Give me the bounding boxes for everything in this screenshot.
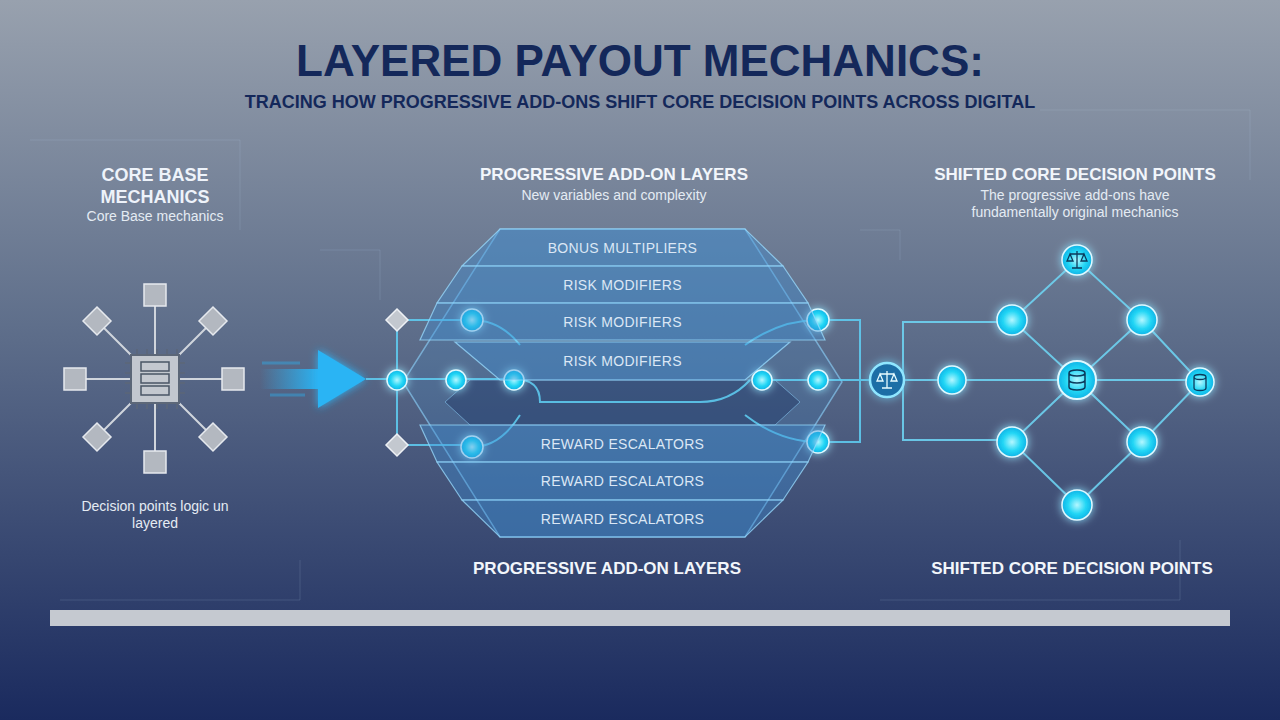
layer-band: RISK MODIFIERS [420, 303, 825, 340]
glow-node [1062, 490, 1092, 520]
glow-node [938, 366, 966, 394]
diamond-node [386, 309, 408, 331]
arrow-streak [262, 363, 305, 395]
glow-node [387, 370, 407, 390]
band-label: REWARD ESCALATORS [462, 500, 783, 537]
square-node [64, 368, 86, 390]
scale-icon [1067, 251, 1087, 268]
hub-node [870, 363, 904, 397]
band-outline [420, 425, 825, 462]
spoke-lines [75, 295, 233, 462]
title: LAYERED PAYOUT MECHANICS: [90, 36, 1190, 86]
column-note: New variables and complexity [464, 187, 764, 204]
glow-node [446, 370, 466, 390]
column-heading: SHIFTED CORE DECISION POINTS [895, 165, 1255, 185]
glow-node [997, 305, 1027, 335]
square-node [222, 368, 244, 390]
diamond-node [386, 434, 408, 456]
database-icon [1069, 370, 1085, 390]
band-outline [462, 229, 783, 266]
square-node [144, 284, 166, 306]
band-outline [455, 342, 790, 380]
diamond-node [83, 423, 111, 451]
band-label: REWARD ESCALATORS [437, 462, 808, 500]
core-chip [131, 355, 179, 403]
network-lines [887, 260, 1200, 505]
flow-arrow-head [318, 350, 366, 408]
diamond-node [83, 307, 111, 335]
scale-icon [877, 371, 897, 388]
glow-node [1127, 305, 1157, 335]
glow-nodes [870, 245, 1214, 520]
band-label: RISK MODIFIERS [455, 342, 790, 380]
diamond-node [199, 307, 227, 335]
chip-pins [125, 349, 185, 409]
band-outline [462, 500, 783, 537]
column-note: Decision points logic un layered [70, 498, 240, 532]
glow-node [1062, 245, 1092, 275]
footer-bar [50, 610, 1230, 626]
band-outline [437, 462, 808, 500]
column-footer: SHIFTED CORE DECISION POINTS [892, 559, 1252, 579]
glow-node [1058, 361, 1096, 399]
layer-band: REWARD ESCALATORS [437, 462, 808, 500]
server-icon [141, 374, 169, 383]
hexagon-frame [403, 229, 842, 537]
layer-band: BONUS MULTIPLIERS [462, 229, 783, 266]
glow-node [752, 370, 772, 390]
server-icon [141, 362, 169, 371]
column-note: Core Base mechanics [55, 208, 255, 225]
subtitle: TRACING HOW PROGRESSIVE ADD-ONS SHIFT CO… [90, 91, 1190, 113]
band-label: BONUS MULTIPLIERS [462, 229, 783, 266]
layer-band: REWARD ESCALATORS [462, 500, 783, 537]
square-node [144, 451, 166, 473]
glow-node [808, 370, 828, 390]
column-heading: CORE BASE MECHANICS [75, 164, 235, 208]
band-label: RISK MODIFIERS [420, 303, 825, 340]
glow-node [1186, 368, 1214, 396]
layer-band: RISK MODIFIERS [455, 342, 790, 380]
band-label: REWARD ESCALATORS [420, 425, 825, 462]
band-outline [420, 303, 825, 340]
layer-band: RISK MODIFIERS [437, 266, 808, 303]
column-footer: PROGRESSIVE ADD-ON LAYERS [417, 559, 797, 579]
glow-node [997, 427, 1027, 457]
server-icon [141, 386, 169, 395]
arrow-streak [260, 369, 320, 389]
column-heading: PROGRESSIVE ADD-ON LAYERS [424, 165, 804, 185]
column-note: The progressive add-ons have fundamental… [955, 187, 1195, 221]
glow-node [1127, 427, 1157, 457]
database-icon [1194, 375, 1206, 391]
band-label: RISK MODIFIERS [437, 266, 808, 303]
diamond-node [199, 423, 227, 451]
layer-band: REWARD ESCALATORS [420, 425, 825, 462]
band-outline [437, 266, 808, 303]
